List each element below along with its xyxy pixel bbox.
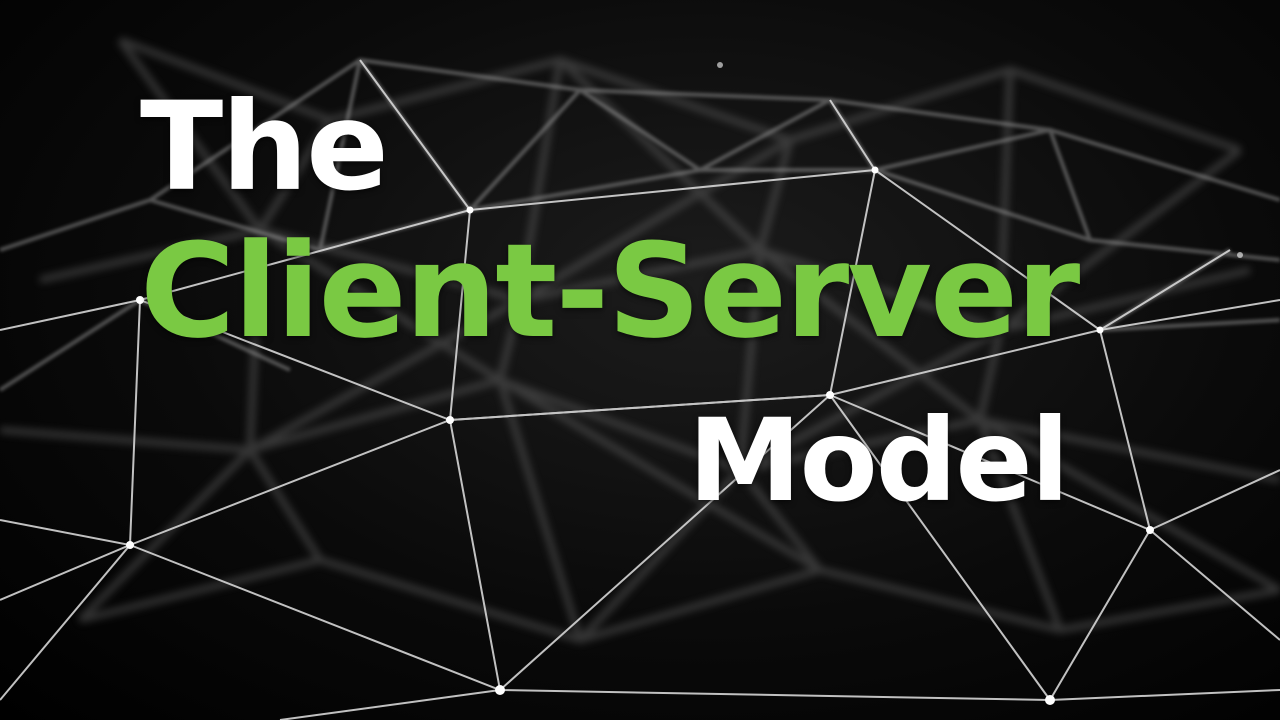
title-line-the: The <box>140 76 389 218</box>
mesh-far-layer <box>0 36 1280 644</box>
title-line-client-server: Client-Server <box>140 215 1080 367</box>
title-line-model: Model <box>688 394 1070 527</box>
mesh-nodes <box>126 62 1243 705</box>
